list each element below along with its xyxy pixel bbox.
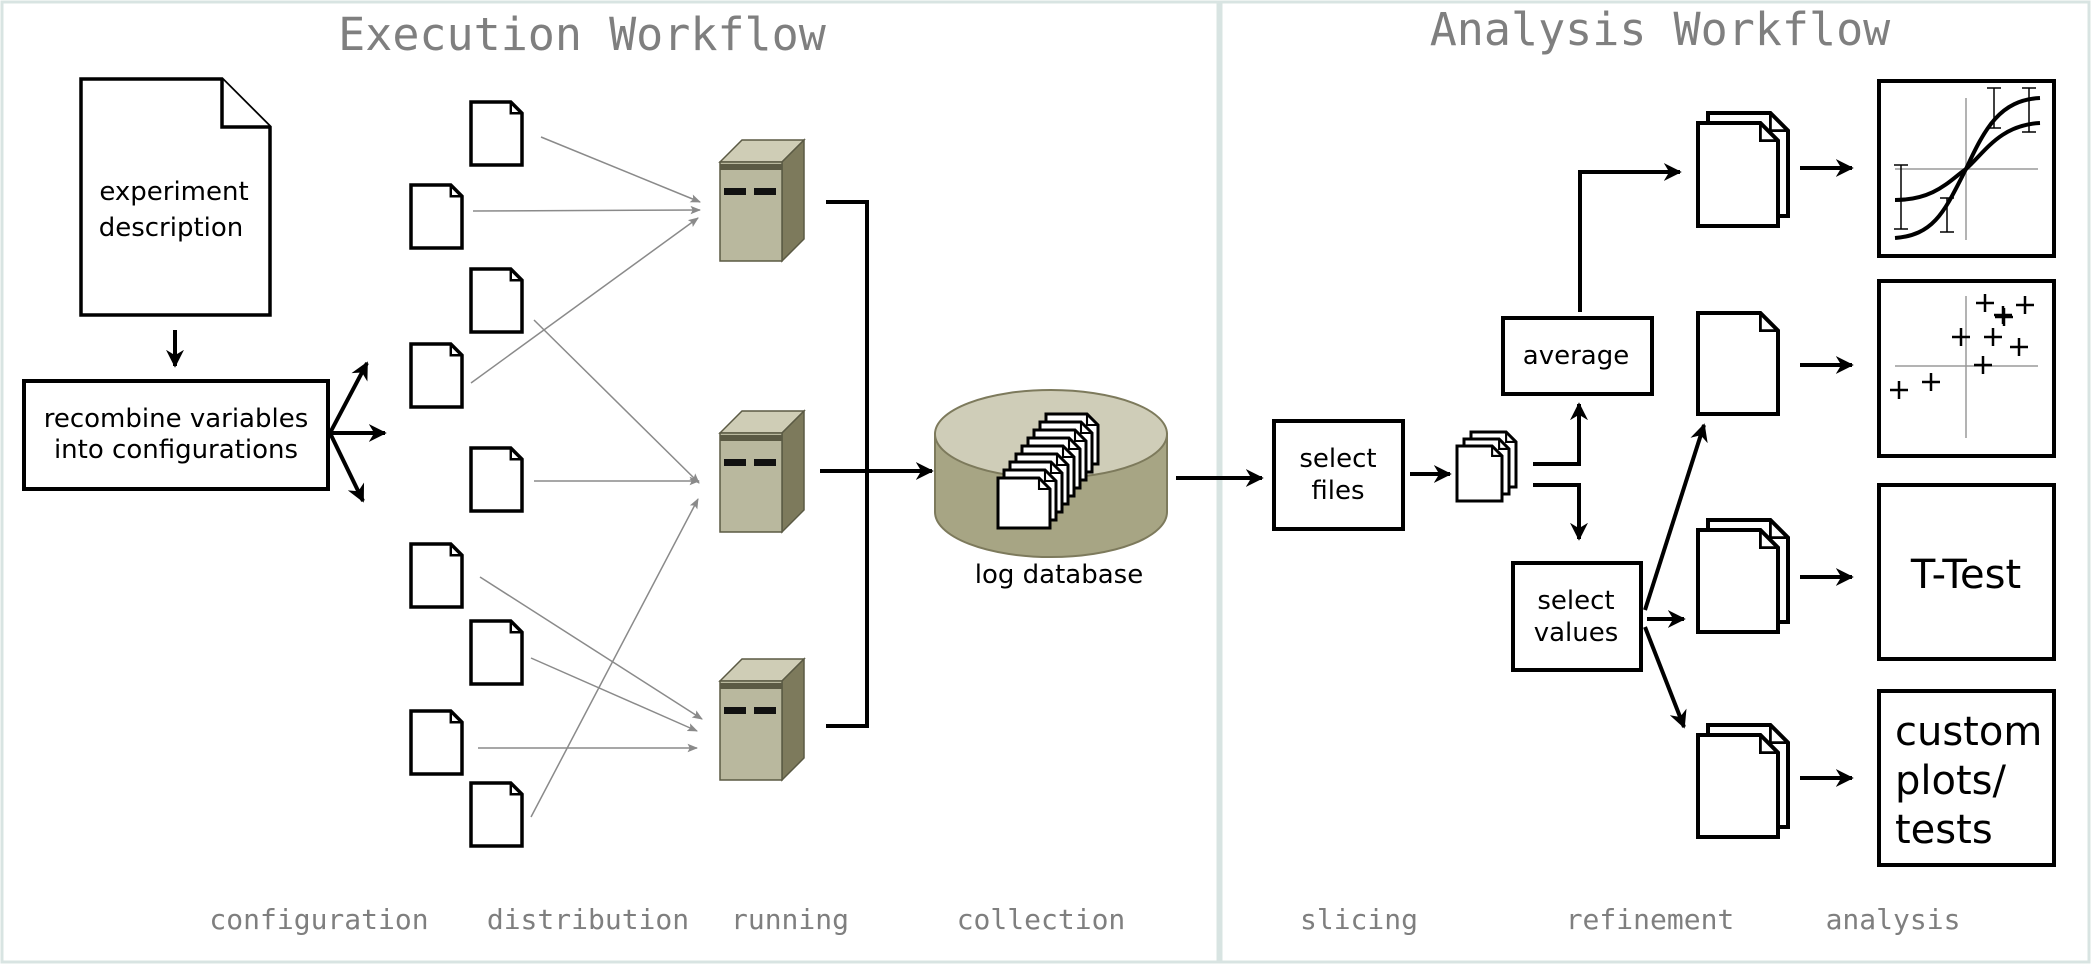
stage-slicing: slicing [1300, 903, 1418, 936]
scatter-mark-10 [2016, 296, 2034, 314]
sliced-docs [1455, 430, 1518, 503]
experiment-description-doc: experiment description [79, 77, 272, 317]
stage-refinement: refinement [1566, 903, 1735, 936]
refined-doc-2 [1696, 311, 1780, 416]
scatter-mark-3 [1952, 328, 1970, 346]
ttest-result: T-Test [1877, 483, 2056, 661]
stage-configuration: configuration [209, 903, 428, 936]
custom-result: custom plots/ tests [1877, 689, 2056, 867]
line-plot-result [1877, 79, 2056, 258]
slice-doc-page [1455, 444, 1504, 503]
custom-label-2: plots/ [1895, 758, 2007, 804]
refinement-arrows [1643, 423, 1708, 729]
log-database: log database [934, 389, 1168, 590]
config-doc-1 [469, 100, 524, 167]
refined-doc-1-page [1696, 121, 1780, 228]
select-values-label-2: values [1534, 618, 1619, 648]
average-label: average [1523, 341, 1629, 371]
scatter-mark-5 [1984, 328, 2002, 346]
scatter-mark-7 [1976, 294, 1994, 312]
db-doc-page [996, 476, 1052, 530]
slice-doc [1455, 430, 1518, 503]
refined-doc-3-page [1696, 528, 1780, 634]
server-3 [718, 657, 806, 782]
stage-collection: collection [957, 903, 1126, 936]
stage-analysis: analysis [1826, 903, 1961, 936]
recombine-label-2: into configurations [54, 435, 298, 465]
stage-distribution: distribution [487, 903, 689, 936]
scatter-mark-4 [1974, 356, 1992, 374]
refined-doc-3 [1696, 518, 1790, 634]
scatter-mark-9 [1994, 306, 2012, 324]
refined-doc-4 [1696, 723, 1790, 839]
server-2 [718, 409, 806, 534]
execution-title: Execution Workflow [338, 8, 827, 61]
config-doc-9 [469, 781, 524, 848]
recombine-label-1: recombine variables [44, 404, 309, 434]
refined-doc-4-page [1696, 733, 1780, 839]
config-doc-6 [409, 542, 464, 609]
refined-doc-1 [1696, 111, 1790, 228]
config-doc-3 [469, 267, 524, 334]
collection-bracket [820, 200, 934, 728]
config-doc-5 [469, 446, 524, 513]
result-arrows [1800, 159, 1854, 787]
experiment-label: experiment [99, 177, 248, 207]
scatter-mark-2 [1922, 373, 1940, 391]
arrow-to-select-values [1533, 483, 1588, 541]
config-doc-4 [409, 342, 464, 409]
select-values-label-1: select [1537, 586, 1614, 616]
stage-running: running [731, 903, 849, 936]
db-doc [996, 412, 1100, 530]
ttest-label: T-Test [1910, 552, 2021, 598]
arrow-to-average [1533, 402, 1588, 466]
description-label: description [99, 213, 244, 243]
fanout-arrows [328, 361, 387, 503]
scatter-plot-result [1877, 279, 2056, 458]
config-docs [409, 100, 524, 848]
select-values-box: select values [1511, 561, 1643, 672]
select-files-label-2: files [1311, 476, 1364, 506]
distribution-arrows [470, 136, 703, 818]
config-doc-8 [409, 709, 464, 776]
select-files-box: select files [1272, 419, 1405, 531]
arrow-average-to-docs [1578, 163, 1682, 312]
custom-label-3: tests [1895, 807, 1993, 853]
config-doc-2 [409, 183, 464, 250]
custom-label-1: custom [1895, 709, 2042, 755]
database-label: log database [975, 560, 1143, 590]
scatter-mark-1 [1890, 381, 1908, 399]
refined-docs [1696, 111, 1790, 839]
recombine-box: recombine variables into configurations [22, 379, 330, 491]
server-1 [718, 138, 806, 263]
scatter-mark-8 [2010, 338, 2028, 356]
servers [718, 138, 806, 782]
select-files-label-1: select [1299, 444, 1376, 474]
analysis-title: Analysis Workflow [1430, 3, 1891, 56]
config-doc-7 [469, 619, 524, 686]
average-box: average [1501, 316, 1654, 396]
stage-labels: configuration distribution running colle… [209, 903, 1960, 936]
